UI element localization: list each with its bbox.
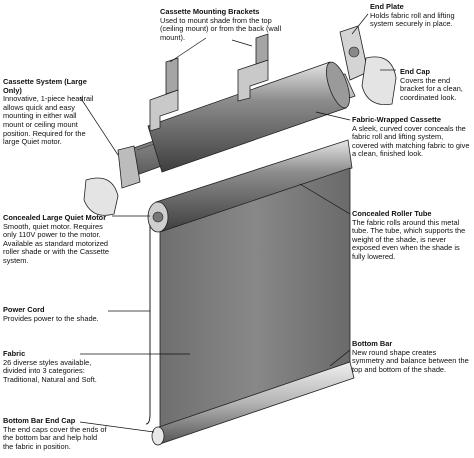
- end-cap-right: [361, 56, 397, 105]
- callout-cassette-mounting-brackets: Cassette Mounting Brackets Used to mount…: [160, 7, 285, 42]
- callout-power-cord: Power Cord Provides power to the shade.: [3, 305, 113, 323]
- motor-end-plate: [117, 145, 141, 189]
- callout-description: Smooth, quiet motor. Requires only 110V …: [3, 221, 109, 265]
- callout-cassette-system: Cassette System (Large Only) Innovative,…: [3, 77, 95, 147]
- callout-bottom-bar-end-cap: Bottom Bar End Cap The end caps cover th…: [3, 416, 109, 451]
- callout-end-plate: End Plate Holds fabric roll and lifting …: [370, 2, 470, 29]
- callout-title: Cassette Mounting Brackets: [160, 7, 260, 16]
- callout-title: Power Cord: [3, 305, 45, 314]
- callout-description: A sleek, curved cover conceals the fabri…: [352, 123, 470, 159]
- callout-description: Used to mount shade from the top (ceilin…: [160, 15, 282, 42]
- callout-fabric: Fabric 26 diverse styles available, divi…: [3, 349, 103, 384]
- callout-title: Bottom Bar End Cap: [3, 416, 76, 425]
- callout-concealed-large-quiet-motor: Concealed Large Quiet Motor Smooth, quie…: [3, 213, 109, 266]
- callout-title: Concealed Roller Tube: [352, 209, 432, 218]
- callout-description: The end caps cover the ends of the botto…: [3, 424, 107, 451]
- power-cord: [145, 225, 151, 425]
- shade-bottom-bar: [151, 361, 355, 446]
- callout-title: Concealed Large Quiet Motor: [3, 213, 107, 222]
- end-plate: [339, 25, 369, 81]
- end-cap-left: [83, 177, 119, 216]
- callout-title: Fabric: [3, 349, 26, 358]
- callout-description: Covers the end bracket for a clean, coor…: [400, 75, 463, 102]
- callout-description: 26 diverse styles available, divided int…: [3, 357, 97, 384]
- callout-description: Provides power to the shade.: [3, 313, 99, 323]
- callout-end-cap: End Cap Covers the end bracket for a cle…: [400, 67, 472, 102]
- callout-description: Innovative, 1-piece headrail allows quic…: [3, 94, 94, 147]
- callout-title: Bottom Bar: [352, 339, 393, 348]
- fabric-wrapped-cassette: [147, 61, 350, 173]
- callout-description: Holds fabric roll and lifting system sec…: [370, 10, 455, 29]
- callout-title: Cassette System (Large Only): [3, 77, 87, 95]
- callout-fabric-wrapped-cassette: Fabric-Wrapped Cassette A sleek, curved …: [352, 115, 470, 159]
- callout-concealed-roller-tube: Concealed Roller Tube The fabric rolls a…: [352, 209, 470, 262]
- leader-lines: [79, 13, 396, 433]
- callout-title: End Cap: [400, 67, 430, 76]
- shade-roller-top: [147, 139, 353, 233]
- callout-bottom-bar: Bottom Bar New round shape creates symme…: [352, 339, 470, 374]
- mounting-bracket-right: [237, 33, 269, 102]
- callout-title: Fabric-Wrapped Cassette: [352, 115, 441, 124]
- callout-description: New round shape creates symmetry and bal…: [352, 347, 469, 374]
- callout-title: End Plate: [370, 2, 404, 11]
- callout-description: The fabric rolls around this metal tube.…: [352, 217, 466, 261]
